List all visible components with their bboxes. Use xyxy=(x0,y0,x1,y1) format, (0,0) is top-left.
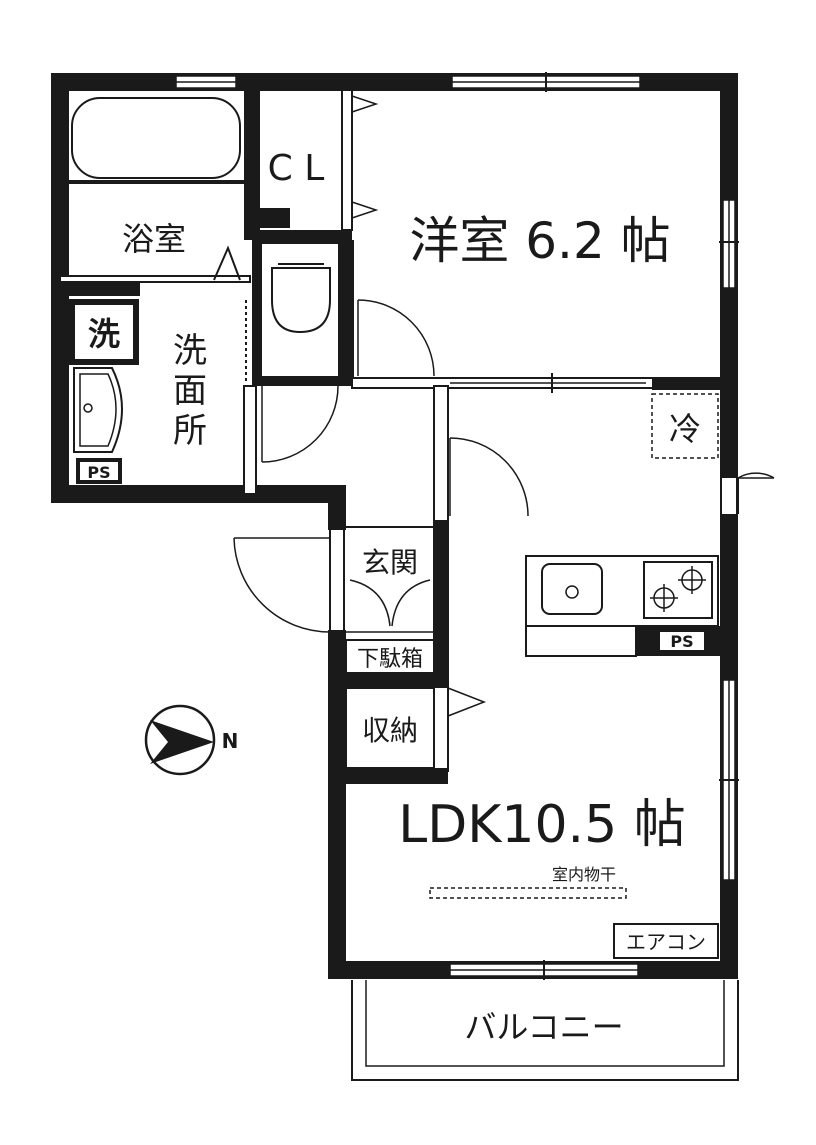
toilet xyxy=(271,267,331,334)
label-washroom-2: 面 xyxy=(173,371,207,411)
washer-box xyxy=(69,299,139,365)
entrance-door-swing xyxy=(233,537,331,633)
label-drying: 室内物干 xyxy=(552,865,616,884)
kitchen-sink xyxy=(541,563,603,615)
label-washroom-3: 所 xyxy=(173,411,207,451)
label-washer: 洗 xyxy=(88,315,120,353)
label-ldk: LDK10.5 帖 xyxy=(398,795,685,855)
cl-black-box xyxy=(256,208,290,228)
wall-wet-vertical xyxy=(244,90,260,240)
outer-wall xyxy=(51,73,738,979)
label-shoe-box: 下駄箱 xyxy=(357,647,423,672)
label-ps-left: PS xyxy=(87,463,110,482)
sink-basin xyxy=(73,367,123,453)
label-washroom-1: 洗 xyxy=(173,331,207,371)
label-aircon: エアコン xyxy=(626,930,706,954)
fridge-space xyxy=(651,393,719,459)
label-closet: C L xyxy=(268,148,325,189)
kitchen-counter xyxy=(525,555,719,627)
label-ps-right: PS xyxy=(670,632,693,651)
aircon-box xyxy=(613,923,719,959)
label-bath: 浴室 xyxy=(122,220,186,258)
compass xyxy=(144,704,216,776)
north-arrow-icon xyxy=(150,720,214,764)
balcony-rail xyxy=(351,980,739,1081)
label-compass-n: N xyxy=(222,729,239,753)
label-balcony: バルコニー xyxy=(464,1008,623,1046)
label-entrance: 玄関 xyxy=(362,546,418,579)
stove xyxy=(643,561,713,619)
bathtub xyxy=(71,97,241,179)
label-fridge: 冷 xyxy=(669,410,701,448)
drying-rail xyxy=(429,887,627,899)
label-storage: 収納 xyxy=(362,714,418,747)
label-bedroom: 洋室 6.2 帖 xyxy=(409,212,670,270)
bath-door xyxy=(213,245,241,281)
